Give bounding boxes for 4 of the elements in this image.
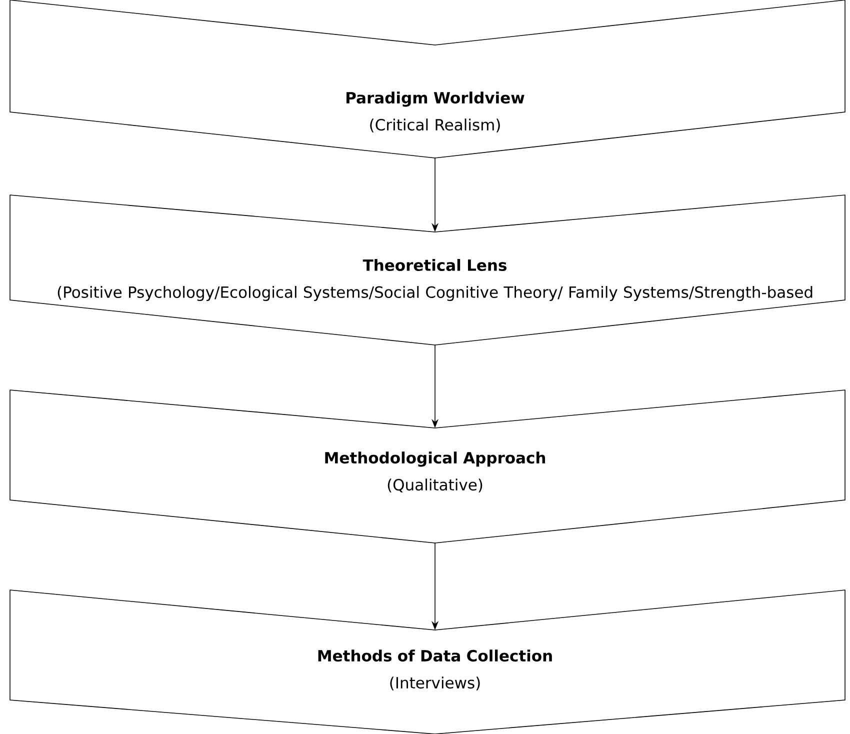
chevron-box: Methodological Approach (Qualitative): [10, 390, 846, 544]
chevron-box: Paradigm Worldview (Critical Realism): [10, 0, 846, 158]
chevron-box: Methods of Data Collection (Interviews): [10, 590, 846, 734]
chevron-box: Theoretical Lens (Positive Psychology/Ecological Systems/Social Cognitive Theory/ Family Systems/Strength-based: [10, 194, 846, 346]
